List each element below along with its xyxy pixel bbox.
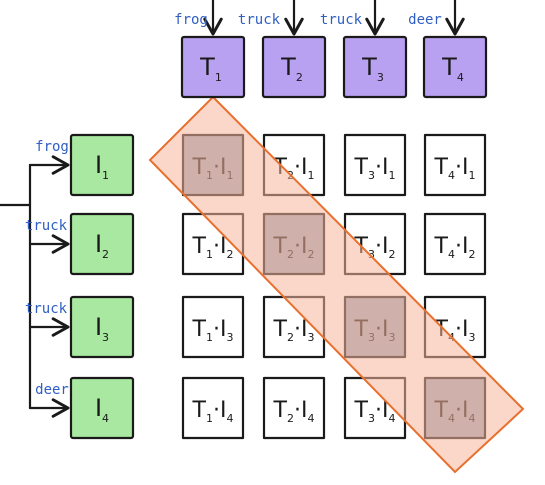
- text-node-label: T3: [361, 53, 384, 84]
- image-node: I4: [28, 376, 135, 440]
- top-class-label: truck: [320, 12, 363, 28]
- matrix-cell: T1·I4: [181, 376, 245, 440]
- left-class-label: truck: [25, 218, 68, 234]
- cell-label: T4·I1: [434, 155, 476, 182]
- left-class-label: truck: [25, 301, 68, 317]
- image-node-box: [69, 376, 135, 440]
- text-node-label: T1: [199, 53, 222, 84]
- text-node-box: [180, 35, 246, 99]
- text-node-box: [422, 35, 488, 99]
- image-node-box: [69, 133, 135, 197]
- diagonal-highlight: [148, 95, 525, 474]
- text-node: T1: [180, 0, 246, 99]
- left-class-label: deer: [35, 382, 69, 398]
- image-node-box: [69, 212, 135, 276]
- matrix-cell: T4·I2: [423, 212, 487, 276]
- matrix-cell: T4·I1: [423, 133, 487, 197]
- cell-label: T3·I4: [354, 398, 396, 425]
- image-node: I1: [28, 133, 135, 197]
- matrix-cell: T3·I1: [343, 133, 407, 197]
- image-node-label: I1: [95, 151, 109, 182]
- text-node: T3: [342, 0, 408, 99]
- cell-label: T3·I1: [354, 155, 396, 182]
- cell-label: T1·I4: [192, 398, 234, 425]
- top-class-label: frog: [174, 12, 208, 28]
- image-node-label: I3: [95, 313, 109, 344]
- image-node: I2: [28, 212, 135, 276]
- top-class-label: truck: [238, 12, 281, 28]
- image-node-label: I2: [95, 230, 109, 261]
- left-class-label: frog: [35, 139, 69, 155]
- top-class-label: deer: [408, 12, 442, 28]
- text-node-label: T4: [441, 53, 464, 84]
- text-node: T4: [422, 0, 488, 99]
- cell-label: T1·I2: [192, 234, 234, 261]
- cell-label: T2·I3: [273, 317, 315, 344]
- image-node-label: I4: [95, 394, 109, 425]
- cell-label: T4·I2: [434, 234, 476, 261]
- image-node: I3: [28, 295, 135, 359]
- image-node-box: [69, 295, 135, 359]
- text-node: T2: [261, 0, 327, 99]
- text-node-box: [261, 35, 327, 99]
- matrix-cell: T2·I4: [262, 376, 326, 440]
- text-node-label: T2: [280, 53, 303, 84]
- cell-label: T1·I3: [192, 317, 234, 344]
- text-node-box: [342, 35, 408, 99]
- matrix-cell: T1·I3: [181, 295, 245, 359]
- cell-label: T2·I4: [273, 398, 315, 425]
